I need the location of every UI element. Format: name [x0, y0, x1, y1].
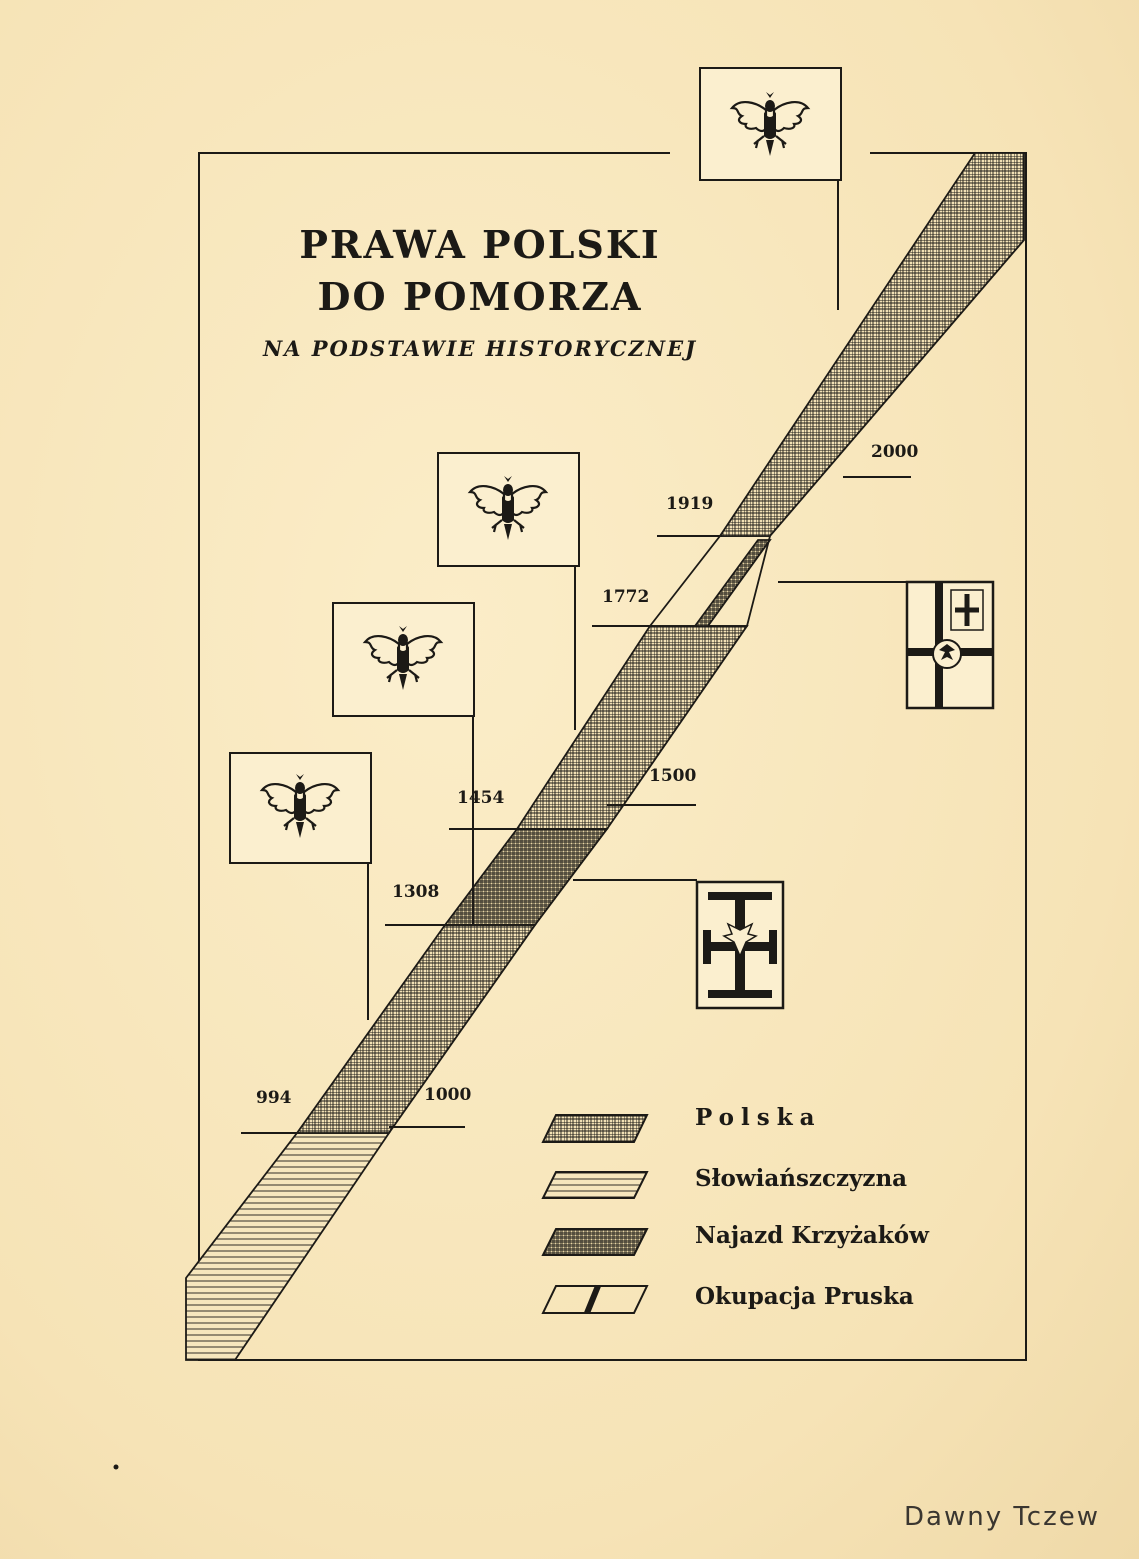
year-label-1919: 1919 — [666, 494, 714, 514]
year-label-2000: 2000 — [871, 442, 919, 462]
legend-label-krzyz: Najazd Krzyżaków — [695, 1222, 929, 1249]
legend-label-prussian: Okupacja Pruska — [695, 1283, 914, 1310]
prussian-war-ensign — [905, 580, 995, 710]
year-label-1500: 1500 — [649, 766, 697, 786]
polish-eagle-flag-4 — [229, 752, 372, 864]
year-ticks — [241, 476, 911, 1134]
timeline-band — [185, 152, 1025, 1361]
polish-eagle-flag-2 — [437, 452, 580, 567]
band-slavic — [185, 1132, 391, 1361]
page-title-line1: PRAWA POLSKI — [299, 222, 661, 267]
page-subtitle: NA PODSTAWIE HISTORYCZNEJ — [262, 336, 698, 361]
legend-label-slav: Słowiańszczyzna — [695, 1165, 908, 1192]
year-label-1454: 1454 — [457, 788, 505, 808]
year-label-1000: 1000 — [424, 1085, 472, 1105]
year-label-1308: 1308 — [392, 882, 440, 902]
polish-eagle-flag-3 — [332, 602, 475, 717]
band-prussian-stripe — [693, 539, 772, 627]
legend-swatch-krzyz — [541, 1228, 649, 1256]
band-krzyz — [443, 828, 609, 926]
emblem-connectors — [367, 180, 906, 1020]
legend-swatches — [541, 1114, 649, 1315]
band-polska-2 — [515, 625, 749, 830]
year-label-1772: 1772 — [602, 587, 650, 607]
band-polska-3 — [718, 152, 1025, 537]
ink-dot — [113, 1464, 119, 1470]
watermark: Dawny Tczew — [904, 1502, 1101, 1532]
page-title-line2: DO POMORZA — [317, 274, 643, 319]
legend-swatch-prussian — [541, 1285, 649, 1314]
year-label-994: 994 — [256, 1088, 292, 1108]
polish-eagle-flag-1 — [699, 67, 842, 181]
legend-swatch-polska — [541, 1114, 649, 1143]
teutonic-order-shield — [695, 880, 785, 1010]
legend-swatch-slav — [541, 1171, 649, 1199]
band-polska-1 — [295, 924, 537, 1134]
legend-label-polska: Polska — [695, 1104, 822, 1131]
